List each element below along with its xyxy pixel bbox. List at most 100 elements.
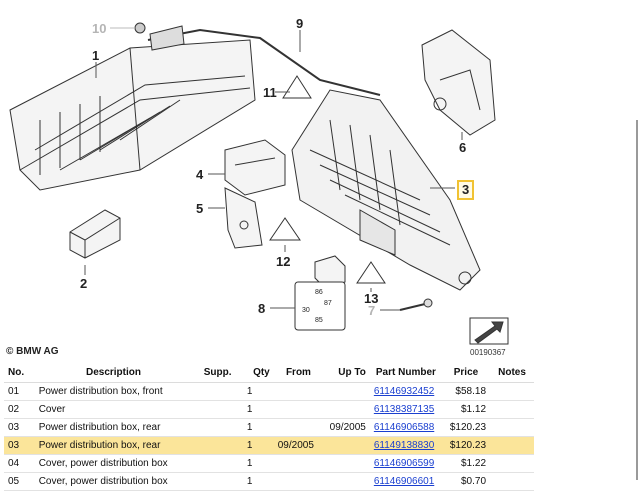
cell-up-to [323, 400, 370, 419]
callout-2[interactable]: 2 [80, 276, 88, 291]
cell-qty: 1 [242, 472, 274, 491]
part-5-drawing [224, 187, 263, 249]
callout-8[interactable]: 8 [258, 301, 266, 316]
cell-up-to [323, 454, 370, 473]
cell-no: 03 [4, 418, 35, 437]
part-1-drawing [9, 39, 256, 191]
cell-from [273, 472, 324, 491]
cell-description: Power distribution box, front [34, 382, 193, 401]
cell-description: Cover, power distribution box [34, 454, 193, 473]
callout-1[interactable]: 1 [92, 48, 100, 63]
cell-no: 01 [4, 382, 35, 401]
cell-qty: 1 [242, 454, 274, 473]
part-number-link[interactable]: 61146932452 [373, 386, 435, 397]
copyright-label: © BMW AG [6, 346, 59, 357]
cell-qty: 1 [242, 436, 274, 455]
exploded-view-drawing: 30 87 85 86 [9, 22, 509, 345]
cell-notes [490, 400, 534, 419]
table-row-highlighted[interactable]: 03 Power distribution box, rear 1 09/200… [4, 436, 534, 455]
cell-description: Power distribution box, rear [34, 436, 193, 455]
cell-notes [490, 382, 534, 401]
cell-notes [490, 472, 534, 491]
callout-4[interactable]: 4 [196, 167, 204, 182]
cell-price: $1.12 [441, 400, 491, 419]
table-header-row: No. Description Supp. Qty From Up To Par… [4, 362, 534, 383]
cell-price: $120.23 [441, 436, 491, 455]
col-price: Price [441, 362, 491, 383]
direction-arrow [469, 317, 509, 345]
table-row[interactable]: 05 Cover, power distribution box 1 61146… [4, 472, 534, 491]
table-row[interactable]: 02 Cover 1 61138387135 $1.12 [4, 400, 534, 419]
relay-pin-87: 87 [324, 300, 332, 307]
part-3-drawing [291, 89, 481, 291]
diagram-image-id: 00190367 [470, 348, 506, 357]
cell-price: $0.70 [441, 472, 491, 491]
cell-supp [192, 436, 243, 455]
part-7-drawing [399, 298, 433, 311]
relay-drawing [294, 255, 346, 331]
col-part-number: Part Number [369, 362, 442, 383]
callout-11[interactable]: 11 [263, 85, 277, 100]
cell-qty: 1 [242, 418, 274, 437]
cell-no: 03 [4, 436, 35, 455]
part-4-drawing [224, 139, 286, 196]
cell-qty: 1 [242, 382, 274, 401]
col-from: From [273, 362, 324, 383]
table-row[interactable]: 04 Cover, power distribution box 1 61146… [4, 454, 534, 473]
cell-description: Cover [34, 400, 193, 419]
col-notes: Notes [490, 362, 534, 383]
cell-supp [192, 418, 243, 437]
callout-leaders [84, 27, 463, 311]
table-row[interactable]: 01 Power distribution box, front 1 61146… [4, 382, 534, 401]
col-description: Description [34, 362, 193, 383]
table-row[interactable]: 03 Power distribution box, rear 1 09/200… [4, 418, 534, 437]
cell-supp [192, 472, 243, 491]
cell-description: Cover, power distribution box [34, 472, 193, 491]
cell-from [273, 382, 324, 401]
callout-9[interactable]: 9 [296, 16, 304, 31]
cell-from: 09/2005 [273, 436, 324, 455]
part-number-link[interactable]: 61146906588 [373, 422, 435, 433]
cell-supp [192, 454, 243, 473]
relay-pin-86: 86 [315, 289, 323, 296]
part-9-cable [134, 22, 381, 96]
parts-table: No. Description Supp. Qty From Up To Par… [4, 362, 534, 491]
cell-from [273, 454, 324, 473]
cell-no: 04 [4, 454, 35, 473]
part-number-link[interactable]: 61138387135 [373, 404, 435, 415]
callout-3-highlighted[interactable]: 3 [457, 180, 475, 200]
cell-from [273, 418, 324, 437]
cell-up-to [323, 436, 370, 455]
cell-up-to: 09/2005 [323, 418, 370, 437]
col-up-to: Up To [323, 362, 370, 383]
callout-13[interactable]: 13 [364, 291, 379, 306]
cell-supp [192, 382, 243, 401]
part-number-link[interactable]: 61146906599 [373, 458, 435, 469]
cell-no: 02 [4, 400, 35, 419]
cell-price: $120.23 [441, 418, 491, 437]
cell-price: $58.18 [441, 382, 491, 401]
part-number-link[interactable]: 61149138830 [373, 440, 435, 451]
cell-no: 05 [4, 472, 35, 491]
page-scrollbar[interactable] [636, 120, 638, 480]
relay-pin-85: 85 [315, 317, 323, 324]
cell-notes [490, 418, 534, 437]
callout-5[interactable]: 5 [196, 201, 204, 216]
callout-10[interactable]: 10 [92, 21, 107, 36]
callout-6[interactable]: 6 [459, 140, 467, 155]
col-no: No. [4, 362, 35, 383]
cell-qty: 1 [242, 400, 274, 419]
cell-up-to [323, 382, 370, 401]
part-number-link[interactable]: 61146906601 [373, 476, 435, 487]
callout-7[interactable]: 7 [368, 303, 376, 318]
cell-price: $1.22 [441, 454, 491, 473]
relay-pin-30: 30 [302, 307, 310, 314]
col-qty: Qty [242, 362, 274, 383]
cell-up-to [323, 472, 370, 491]
cell-supp [192, 400, 243, 419]
cell-notes [490, 436, 534, 455]
cell-notes [490, 454, 534, 473]
col-supp: Supp. [192, 362, 243, 383]
cell-from [273, 400, 324, 419]
callout-12[interactable]: 12 [276, 254, 291, 269]
